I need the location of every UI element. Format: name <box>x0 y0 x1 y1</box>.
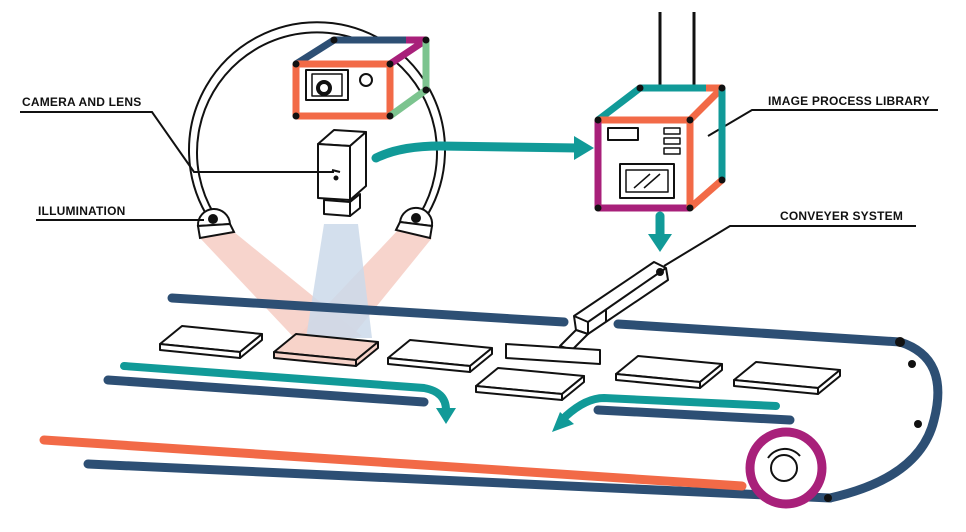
label-conveyer-system: CONVEYER SYSTEM <box>780 209 904 223</box>
unit-display <box>607 127 639 141</box>
belt-mid-line-right <box>593 405 795 425</box>
belt-joint-dot <box>824 494 832 502</box>
label-image-process-library: IMAGE PROCESS LIBRARY <box>768 94 930 108</box>
part-6 <box>733 361 841 395</box>
belt-top-line-left <box>167 293 569 327</box>
right-lamp-icon <box>394 206 434 240</box>
data-flow-arrow <box>371 136 594 163</box>
part-1 <box>159 325 263 359</box>
belt-mid-line-left <box>103 375 429 407</box>
conveyor-parts <box>159 325 841 401</box>
belt-joint-dot <box>895 337 905 347</box>
part-4 <box>475 367 585 401</box>
roller-hub <box>770 454 798 482</box>
part-3 <box>387 339 493 373</box>
camera-housing <box>292 36 430 120</box>
left-lamp-icon <box>196 208 236 240</box>
control-flow-arrowhead <box>648 234 672 252</box>
camera-lens <box>323 199 351 217</box>
part-5 <box>615 355 723 389</box>
image-process-leader-line <box>707 109 938 137</box>
right-flow-arrowhead <box>552 412 574 432</box>
label-camera-and-lens: CAMERA AND LENS <box>22 95 142 109</box>
camera-light-cone <box>306 224 372 338</box>
image-process-unit <box>594 12 726 212</box>
left-flow-arrow <box>120 362 450 414</box>
right-flow-arrow <box>562 393 780 420</box>
roller-outer <box>745 427 827 509</box>
return-belt-line <box>39 435 747 491</box>
belt-top-line-right <box>613 319 905 347</box>
belt-end-curve <box>825 337 943 503</box>
housing-indicator <box>359 73 373 87</box>
left-flow-arrowhead <box>436 408 456 424</box>
pusher-plate <box>505 343 601 365</box>
lighting-ring <box>188 21 446 215</box>
pusher-actuator <box>505 261 669 365</box>
camera-leader-line <box>20 111 334 173</box>
leader-lines <box>20 109 938 267</box>
conveyor-belt <box>39 293 943 503</box>
label-illumination: ILLUMINATION <box>38 204 126 218</box>
unit-button <box>663 137 681 145</box>
unit-button <box>663 127 681 135</box>
part-inspected <box>273 333 379 367</box>
control-flow-arrow <box>648 211 672 252</box>
belt-bottom-line <box>83 459 835 503</box>
roller <box>745 427 827 509</box>
data-flow-arrowhead <box>574 136 594 160</box>
unit-button <box>663 147 681 155</box>
flow-arrows <box>120 362 780 432</box>
light-beams <box>200 224 432 344</box>
belt-joint-dot <box>914 420 922 428</box>
belt-joint-dot <box>908 360 916 368</box>
roller-hub-arc <box>767 447 801 459</box>
conveyer-leader-line <box>663 225 916 267</box>
